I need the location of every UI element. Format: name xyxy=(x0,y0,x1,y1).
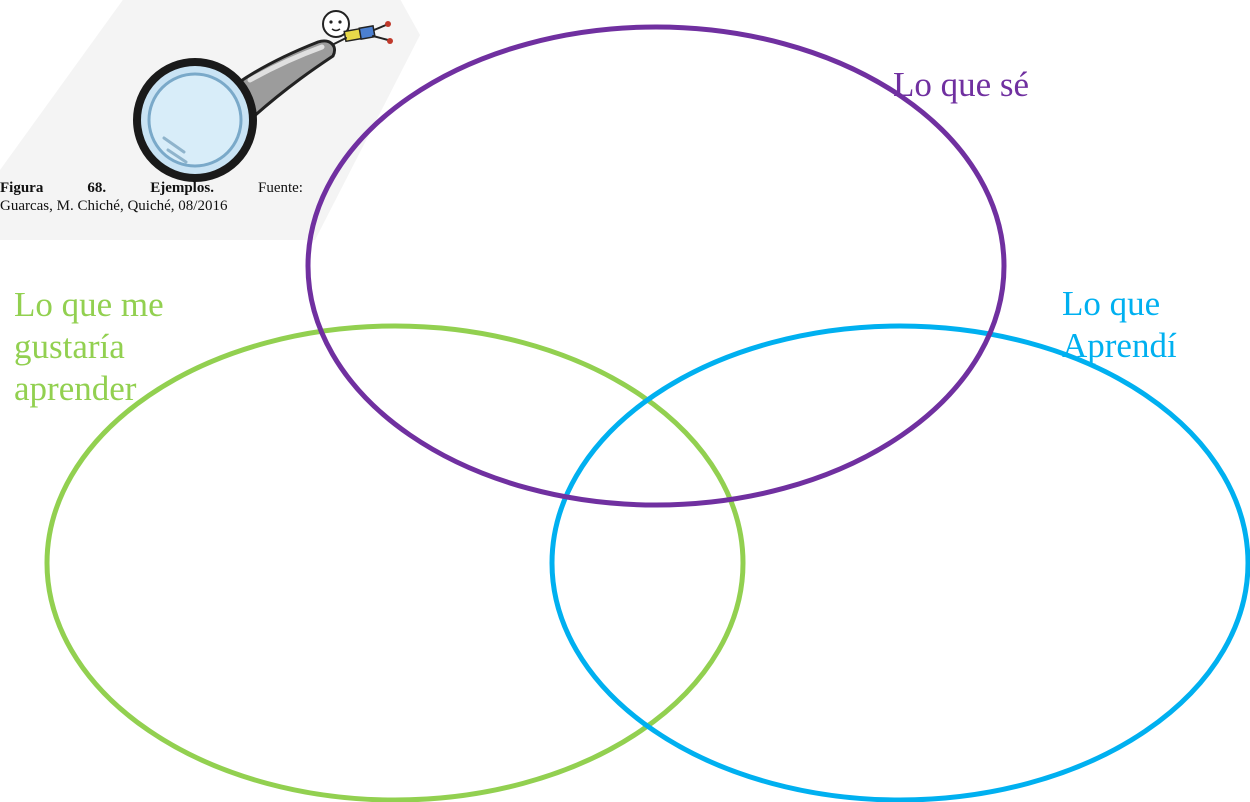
label-learned-line-2: Aprendí xyxy=(1062,326,1177,365)
circle-learned xyxy=(549,323,1250,802)
label-want-line-2: gustaría xyxy=(14,327,125,366)
child-head xyxy=(322,10,350,38)
figure-caption: Figura 68. Ejemplos. Fuente: Guarcas, M.… xyxy=(0,179,303,215)
label-learned-line-1: Lo que xyxy=(1062,284,1161,323)
child-pants xyxy=(358,24,376,40)
label-want-line-3: aprender xyxy=(14,369,137,408)
caption-figure-word: Figura xyxy=(0,180,44,196)
circle-want-to-learn xyxy=(44,323,746,802)
caption-figure-title: Ejemplos. xyxy=(150,180,214,196)
circle-know xyxy=(305,24,1007,508)
label-want-to-learn: Lo que me gustaría aprender xyxy=(14,284,164,410)
label-learned: Lo que Aprendí xyxy=(1062,283,1177,367)
label-know-text: Lo que sé xyxy=(893,65,1030,104)
label-want-line-1: Lo que me xyxy=(14,285,164,324)
magnifying-glass-illustration xyxy=(0,0,420,240)
caption-figure-number: 68. xyxy=(87,180,107,196)
label-know: Lo que sé xyxy=(893,64,1029,106)
caption-source-word: Fuente: xyxy=(257,180,303,196)
caption-source-text: Guarcas, M. Chiché, Quiché, 08/2016 xyxy=(0,198,228,214)
